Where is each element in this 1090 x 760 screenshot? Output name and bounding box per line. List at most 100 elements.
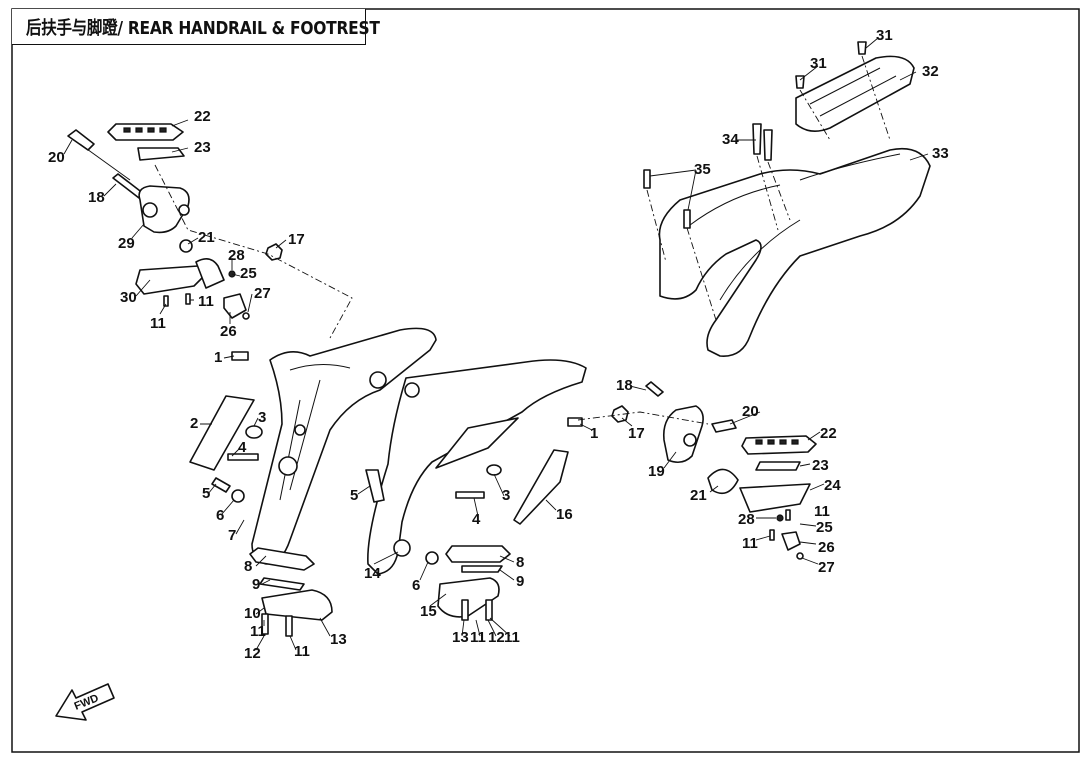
diagram-title: 后扶手与脚蹬/ REAR HANDRAIL & FOOTREST [26, 17, 380, 39]
callout-7: 7 [228, 527, 236, 544]
callout-3: 3 [258, 409, 266, 426]
bolt-35-a [643, 169, 651, 189]
detent-ball-21-left [179, 239, 193, 253]
screw-11-left-d [285, 615, 293, 637]
callout-34: 34 [722, 131, 739, 148]
callout-32: 32 [922, 63, 939, 80]
callout-9: 9 [516, 573, 524, 590]
callout-9: 9 [252, 576, 260, 593]
callout-17: 17 [288, 231, 305, 248]
bushing-3-right [486, 464, 502, 476]
right-rear-footrest-assembly [577, 381, 817, 560]
callout-20: 20 [48, 149, 65, 166]
callout-1: 1 [590, 425, 598, 442]
bolt-34-b [763, 129, 773, 161]
callout-11: 11 [504, 629, 520, 646]
assembly-centerline-handrail [646, 55, 891, 321]
callout-11: 11 [150, 315, 166, 332]
callout-13: 13 [452, 629, 469, 646]
leader-lines [63, 37, 929, 651]
footpeg-arm-15 [437, 577, 500, 618]
title-box: 后扶手与脚蹬/ REAR HANDRAIL & FOOTREST [12, 9, 380, 45]
callout-5: 5 [202, 485, 210, 502]
footpeg-rubber-22-left [107, 123, 184, 141]
clip-27-right [796, 552, 804, 560]
callout-13: 13 [330, 631, 347, 648]
footpeg-rubber-8-left [249, 547, 315, 571]
callout-4: 4 [238, 439, 247, 456]
callout-26: 26 [220, 323, 237, 340]
callout-11: 11 [470, 629, 486, 646]
screw-11-left-c [261, 613, 269, 635]
clip-27-left [242, 312, 250, 320]
left-rear-footrest-assembly [67, 123, 353, 339]
callout-21: 21 [198, 229, 215, 246]
footpeg-arm-13-left [261, 589, 333, 621]
nut-17-left [265, 243, 283, 261]
callout-15: 15 [420, 603, 437, 620]
callout-27: 27 [254, 285, 271, 302]
callout-12: 12 [488, 629, 505, 646]
callout-35: 35 [694, 161, 711, 178]
bolt-1-left [231, 351, 249, 361]
callout-25: 25 [816, 519, 833, 536]
callout-19: 19 [648, 463, 665, 480]
footpeg-plate-23-left [137, 147, 185, 161]
callout-6: 6 [216, 507, 224, 524]
rear-handrail-33 [658, 147, 931, 357]
callout-20: 20 [742, 403, 759, 420]
callout-14: 14 [364, 565, 381, 582]
bolt-4-right [455, 491, 485, 499]
fwd-arrow-icon [55, 683, 115, 721]
callout-4: 4 [472, 511, 481, 528]
callout-11: 11 [198, 293, 214, 310]
callout-11: 11 [742, 535, 758, 552]
bushing-3-left [245, 425, 263, 439]
callout-12: 12 [244, 645, 261, 662]
plate-26-left [223, 293, 247, 319]
bolt-20-left [67, 129, 131, 181]
callout-22: 22 [194, 108, 211, 125]
pin-18-right [645, 381, 664, 397]
side-cover-2 [189, 395, 255, 471]
footpeg-arm-30 [135, 258, 225, 295]
clip-6-right [425, 551, 439, 565]
callout-8: 8 [244, 558, 252, 575]
spring-28-right [776, 514, 784, 522]
footpeg-bracket-19 [662, 405, 704, 464]
callout-30: 30 [120, 289, 137, 306]
callout-24: 24 [824, 477, 841, 494]
callout-16: 16 [556, 506, 573, 523]
footpeg-plate-9-left [259, 577, 305, 591]
callout-31: 31 [810, 55, 827, 72]
callout-27: 27 [818, 559, 835, 576]
callout-28: 28 [738, 511, 755, 528]
callout-33: 33 [932, 145, 949, 162]
screw-11-right-b [485, 599, 493, 621]
callout-10: 10 [244, 605, 261, 622]
assembly-centerline-right [577, 411, 709, 425]
callout-25: 25 [240, 265, 257, 282]
callout-8: 8 [516, 554, 524, 571]
rear-handrail-assembly [643, 41, 931, 357]
callout-23: 23 [812, 457, 829, 474]
plate-26-right [781, 531, 801, 551]
left-side-bracket-assembly [189, 327, 437, 637]
callout-18: 18 [616, 377, 633, 394]
bolt-31-b [857, 41, 867, 55]
screw-11-left-b [185, 293, 191, 305]
callout-18: 18 [88, 189, 105, 206]
callout-numbers: 20 22 23 18 29 21 17 28 25 27 30 11 11 2… [48, 27, 949, 662]
callout-22: 22 [820, 425, 837, 442]
callout-6: 6 [412, 577, 420, 594]
callout-11: 11 [250, 623, 266, 640]
footpeg-rubber-8-right [445, 545, 511, 563]
left-bracket [251, 327, 437, 565]
footpeg-rubber-22-right [741, 435, 817, 455]
callout-11: 11 [294, 643, 310, 660]
right-side-bracket-assembly [365, 359, 629, 621]
footpeg-plate-9-right [461, 565, 503, 573]
screw-11-right-c [785, 509, 791, 521]
callout-28: 28 [228, 247, 245, 264]
